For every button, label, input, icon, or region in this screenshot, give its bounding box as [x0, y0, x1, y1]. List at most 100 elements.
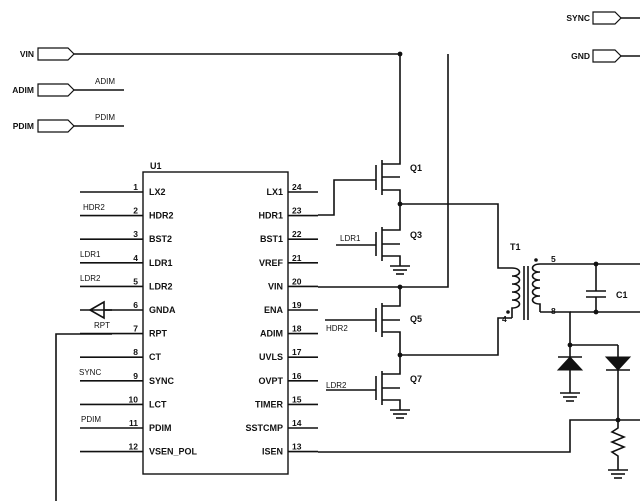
ic-pin-number: 3 — [133, 229, 138, 239]
wire-hdr1 — [318, 179, 376, 216]
ic-pin-name: RPT — [149, 329, 168, 339]
q5-gate-net-label: HDR2 — [326, 324, 348, 333]
ic-pin-name: HDR2 — [149, 211, 174, 221]
wire-vin — [318, 54, 449, 288]
ic-pin-number: 11 — [129, 418, 138, 428]
ic-pin-name: TIMER — [255, 399, 283, 409]
port-adim: ADIM ADIM — [12, 77, 124, 97]
mosfet-q5: HDR2 Q5 — [325, 302, 422, 355]
port-adim-label: ADIM — [12, 85, 34, 95]
capacitor-c1: C1 — [570, 264, 628, 313]
ic-pin-name: CT — [149, 352, 161, 362]
wire-sw-node-b — [400, 317, 512, 356]
t1-pin8-label: 8 — [551, 306, 556, 316]
ic-ref-label: U1 — [150, 161, 162, 171]
port-gnd-label: GND — [571, 51, 590, 61]
q7-gate-net-label: LDR2 — [326, 381, 347, 390]
ic-pin-number: 22 — [292, 229, 302, 239]
ic-pin-number: 1 — [133, 182, 138, 192]
q7-label: Q7 — [410, 374, 422, 384]
ic-pin-number: 14 — [292, 418, 302, 428]
ic-pin-number: 15 — [292, 394, 302, 404]
ic-pin-name: OVPT — [258, 376, 283, 386]
ic-pin-number: 5 — [133, 276, 138, 286]
port-vin: VIN — [20, 47, 400, 61]
diode-right — [604, 345, 632, 420]
ic-pin-name: ENA — [264, 305, 284, 315]
ic-pin-name: SSTCMP — [245, 423, 283, 433]
t1-pin5-label: 5 — [551, 254, 556, 264]
port-sync-label: SYNC — [566, 13, 590, 23]
port-vin-label: VIN — [20, 49, 34, 59]
wire-sw-node-a — [400, 203, 512, 269]
ic-pin-name: BST2 — [149, 234, 172, 244]
ic-pin-number: 12 — [129, 442, 139, 452]
ic-pin-name: ADIM — [260, 329, 283, 339]
net-adim-label: ADIM — [95, 77, 115, 86]
transformer-t1: T1 5 4 8 — [502, 242, 556, 324]
c1-label: C1 — [616, 290, 628, 300]
ic-pin-number: 16 — [292, 371, 302, 381]
ic-pin-number: 9 — [133, 371, 138, 381]
ic-pin-name: LX2 — [149, 187, 166, 197]
gnda-ground-symbol — [88, 300, 112, 320]
ic-pin-number: 6 — [133, 300, 138, 310]
ic-pin-name: VIN — [268, 281, 283, 291]
ic-pin-number: 24 — [292, 182, 302, 192]
ic-pin-name: ISEN — [262, 447, 283, 457]
ic-pin-number: 4 — [133, 253, 138, 263]
ic-pin-name: LDR1 — [149, 258, 173, 268]
mosfet-q3: LDR1 Q3 — [336, 204, 422, 275]
ic-pin-name: LX1 — [266, 187, 283, 197]
resistor-sense — [608, 420, 628, 479]
ic-pin-name: LDR2 — [149, 281, 173, 291]
q1-label: Q1 — [410, 163, 422, 173]
ic-pin-name: PDIM — [149, 423, 172, 433]
ic-pin-number: 18 — [292, 324, 302, 334]
ic-pin-number: 20 — [292, 276, 302, 286]
mosfet-q7: LDR2 Q7 — [326, 355, 422, 419]
net-ldr1-label: LDR1 — [80, 250, 101, 259]
ic-pin-number: 8 — [133, 347, 138, 357]
ic-pin-number: 10 — [129, 394, 139, 404]
ic-pin-name: GNDA — [149, 305, 176, 315]
ic-pin-name: LCT — [149, 399, 167, 409]
ic-pin-name: HDR1 — [258, 211, 283, 221]
ic-pin-name: VSEN_POL — [149, 447, 198, 457]
t1-label: T1 — [510, 242, 521, 252]
ic-pin-sync: 9 SYNC — [80, 371, 175, 386]
ic-pin-number: 17 — [292, 347, 302, 357]
wire-t1-bottom — [540, 311, 571, 345]
ic-u1-body — [142, 171, 289, 475]
q5-label: Q5 — [410, 314, 422, 324]
port-pdim: PDIM PDIM — [13, 113, 124, 133]
ic-pin-number: 19 — [292, 300, 302, 310]
q3-gate-net-label: LDR1 — [340, 234, 361, 243]
ic-right-pins: 24LX123HDR122BST121VREF20VIN19ENA18ADIM1… — [245, 182, 318, 457]
ic-pin-number: 21 — [292, 253, 302, 263]
port-gnd: GND — [571, 49, 640, 63]
ic-pin-number: 7 — [133, 324, 138, 334]
net-sync-label: SYNC — [79, 368, 101, 377]
net-rpt-label: RPT — [94, 321, 110, 330]
ic-pin-number: 23 — [292, 206, 302, 216]
rpt-wire — [55, 333, 112, 501]
port-pdim-label: PDIM — [13, 121, 34, 131]
net-ldr2-label: LDR2 — [80, 274, 101, 283]
